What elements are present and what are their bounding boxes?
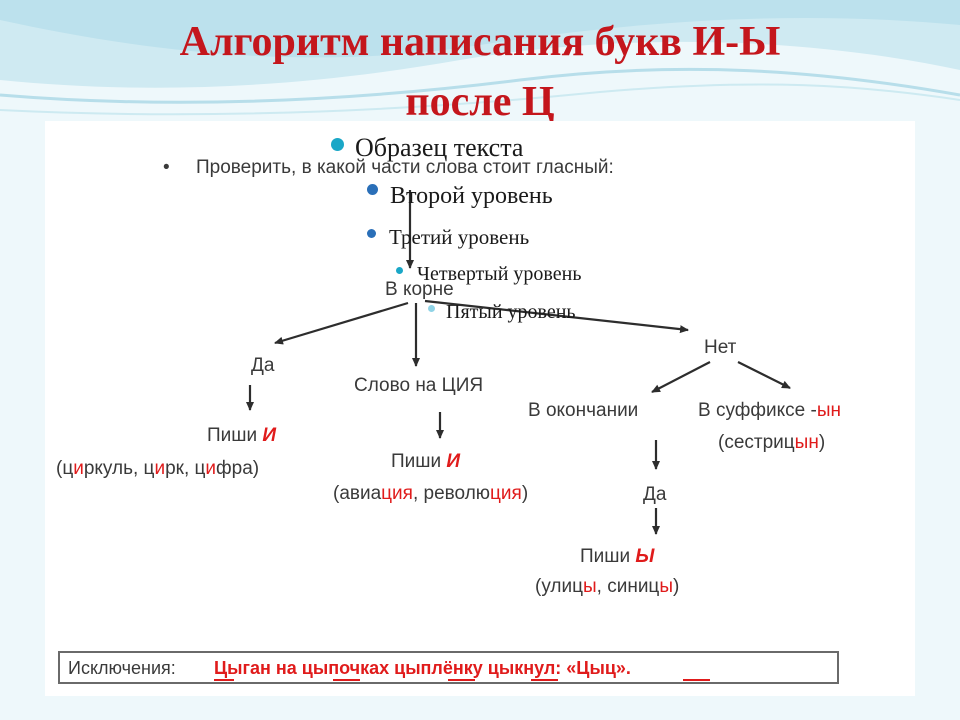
examples-aviatsiya: (авиация, революция) (333, 483, 529, 504)
arrow-root-to-yes (274, 301, 409, 345)
suffix-node: В суффиксе -ын (698, 400, 841, 421)
placeholder-level5: Пятый уровень (446, 301, 576, 323)
root-node: В корне (385, 279, 454, 300)
examples-tsirkul: (циркуль, цирк, цифра) (56, 458, 260, 479)
slide-title-line-1: Алгоритм написания букв И-Ы (179, 19, 781, 65)
suffix-example: (сестрицын) (718, 432, 826, 453)
write-i-mid: Пиши И (391, 451, 461, 472)
no-node: Нет (704, 337, 737, 358)
arrow-no-to-ending (651, 361, 711, 393)
exceptions-text: Цыган на цыпочках цыплёнку цыкнул: «Цыц»… (214, 658, 631, 678)
write-y: Пиши Ы (580, 546, 655, 567)
arrow-root-to-no (424, 299, 689, 334)
arrow-no-to-suffix (737, 361, 791, 389)
placeholder-level2: Второй уровень (390, 183, 553, 209)
bullet-level1-icon (331, 138, 344, 151)
exceptions-label: Исключения: (68, 658, 176, 678)
yes-node-right: Да (643, 484, 667, 505)
examples-ulitsy: (улицы, синицы) (535, 576, 680, 597)
exceptions-box (58, 651, 839, 684)
write-i-left: Пиши И (207, 425, 277, 446)
check-instruction: Проверить, в какой части слова стоит гла… (196, 157, 614, 178)
bullet-level3-icon (367, 229, 376, 238)
slide-title-line-2: после Ц (405, 79, 555, 125)
bullet-level4-icon (396, 267, 403, 274)
placeholder-level1: Образец текста (355, 133, 524, 162)
bullet-level5-icon (428, 305, 435, 312)
bullet-level2-icon (367, 184, 378, 195)
ending-node: В окончании (528, 400, 639, 421)
yes-node-left: Да (251, 355, 275, 376)
placeholder-level3: Третий уровень (389, 225, 530, 249)
bullet-dot: • (163, 157, 170, 178)
tsiya-node: Слово на ЦИЯ (354, 375, 484, 396)
placeholder-level4: Четвертый уровень (417, 263, 582, 285)
diagram-panel (45, 121, 915, 696)
